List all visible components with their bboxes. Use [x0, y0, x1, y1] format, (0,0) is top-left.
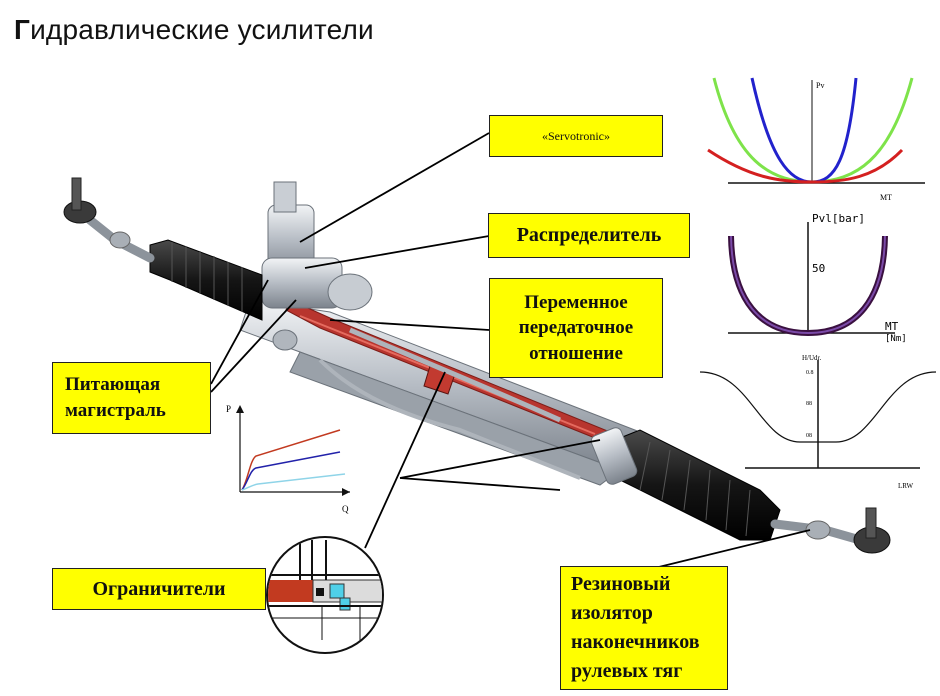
graph-pq-xlabel: Q — [342, 504, 349, 514]
limiter-detail-inset — [266, 536, 384, 654]
graph-right-tick: 88 — [806, 401, 812, 407]
graph-pq: P Q — [226, 404, 350, 514]
left-boot — [149, 239, 263, 321]
graph-mid-xunit: [Nm] — [885, 334, 907, 344]
graph-mid-tick: 50 — [812, 262, 825, 275]
label-rubber-isolator: Резиновый изолятор наконечников рулевых … — [560, 566, 728, 690]
graph-mid-xlabel: MT — [885, 320, 899, 333]
graph-right-ylabel: H/Udr. — [802, 354, 822, 362]
graph-top-ylabel: Pv — [816, 81, 824, 90]
graph-right-xlabel: LRW — [898, 482, 914, 490]
label-limiters: Ограничители — [52, 568, 266, 610]
graph-middle: Pvl[bar] 50 MT [Nm] — [728, 212, 907, 344]
graph-right-tick: 08 — [806, 433, 812, 439]
input-shaft — [273, 181, 297, 213]
label-supply-line: Питающая магистраль — [52, 362, 211, 434]
page-title: Гидравлические усилители — [14, 14, 374, 45]
graph-top: Pv MT — [707, 77, 925, 202]
label-servotronic: «Servotronic» — [489, 115, 663, 157]
label-variable-ratio: Переменное передаточное отношение — [489, 278, 663, 378]
graph-mid-ylabel: Pvl[bar] — [812, 212, 865, 225]
graph-right-tick: 0.8 — [806, 370, 814, 376]
right-boot — [614, 429, 781, 541]
graph-pq-ylabel: P — [226, 404, 231, 414]
label-distributor: Распределитель — [488, 213, 690, 258]
hydraulic-pipe — [349, 327, 562, 423]
graph-top-xlabel: MT — [880, 193, 892, 202]
graph-right: H/Udr. 0.8 88 08 LRW — [699, 354, 937, 490]
